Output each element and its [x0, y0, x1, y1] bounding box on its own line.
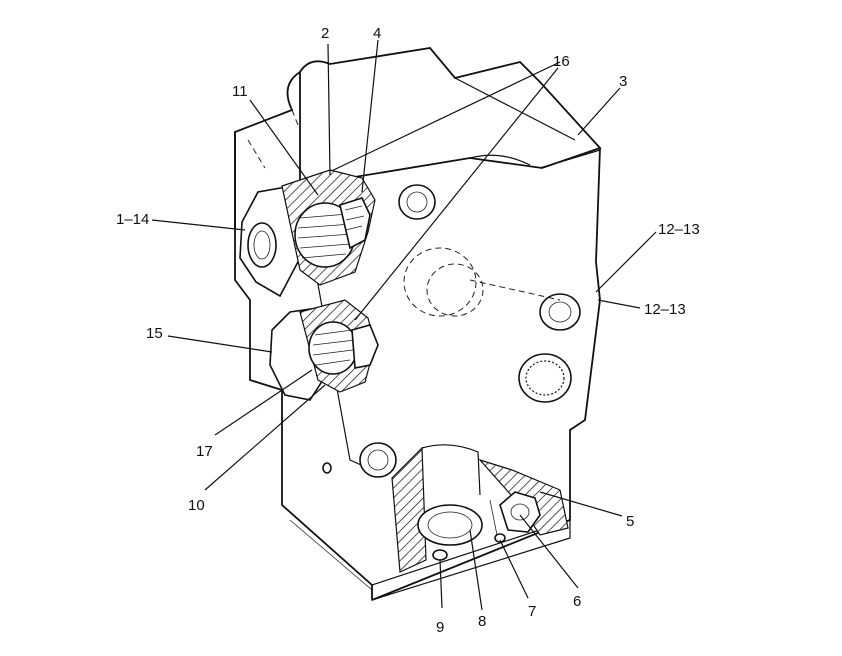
- mounting-holes: [322, 184, 581, 478]
- callout-8: 8: [478, 613, 486, 630]
- callout-12-13-top: 12–13: [658, 221, 700, 238]
- callout-5: 5: [626, 513, 634, 530]
- callout-11: 11: [232, 83, 248, 100]
- callout-10: 10: [188, 497, 205, 514]
- bottom-cutaway: [391, 444, 569, 573]
- callout-3: 3: [619, 73, 627, 90]
- callout-6: 6: [573, 593, 581, 610]
- callout-labels: 2 4 16 3 11 1–14 12–13 12–13 15 17 10 5 …: [116, 25, 700, 636]
- callout-4: 4: [373, 25, 381, 42]
- callout-2: 2: [321, 25, 329, 42]
- lower-plug-assembly: [269, 299, 379, 401]
- callout-1-14: 1–14: [116, 211, 149, 228]
- callout-17: 17: [196, 443, 213, 460]
- callout-9: 9: [436, 619, 444, 636]
- upper-plug-assembly: [239, 169, 376, 298]
- callout-15: 15: [146, 325, 163, 342]
- callout-7: 7: [528, 603, 536, 620]
- callout-16: 16: [553, 53, 570, 70]
- leader-lines: [151, 39, 657, 611]
- callout-12-13-right: 12–13: [644, 301, 686, 318]
